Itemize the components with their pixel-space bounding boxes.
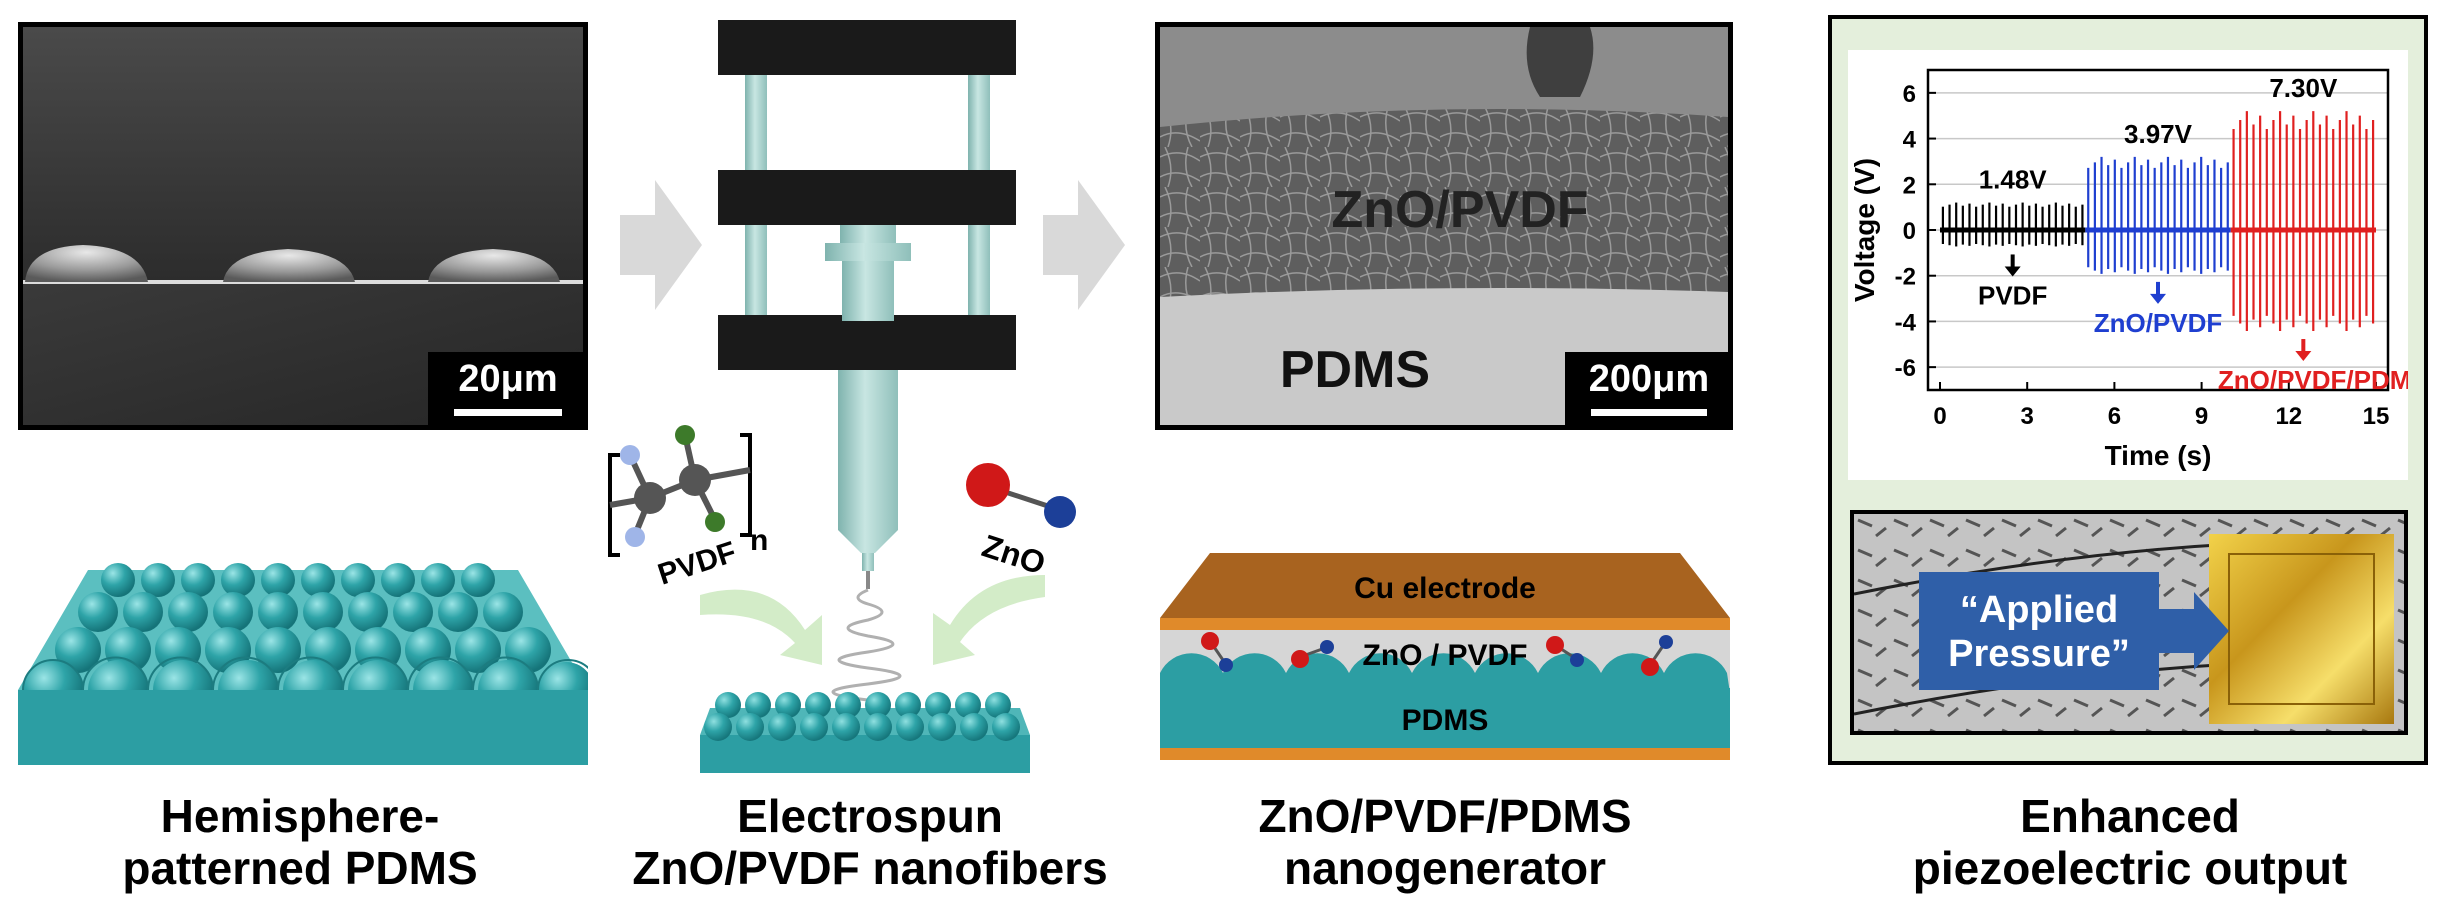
scale-bar-20um: 20μm	[428, 352, 583, 425]
y-tick-label: -2	[1895, 264, 1916, 291]
series-arrowhead	[2150, 293, 2166, 304]
peak-label: 1.48V	[1979, 165, 2048, 195]
pvdf-label: PVDF	[654, 536, 740, 592]
sem-nanofiber-graphic: ZnO/PVDF PDMS	[1160, 27, 1728, 425]
applied-pressure-line1: “Applied	[1960, 589, 2118, 631]
arrow-right-2	[1043, 180, 1125, 310]
series-arrowhead	[2004, 266, 2021, 277]
series-arrowhead	[2295, 351, 2312, 362]
voltage-chart: 6 4 2 0 -2 -4 -6 0 3 6 9 12 15 Voltage (V) Time (s)…	[1848, 50, 2408, 480]
y-axis-label: Voltage (V)	[1849, 158, 1880, 302]
x-axis-ticks: 0 3 6 9 12 15	[1933, 382, 2389, 430]
sem-image-hemisphere: 20μm	[18, 22, 588, 430]
caption-electrospun: Electrospun ZnO/PVDF nanofibers	[632, 790, 1108, 894]
series-name-label: ZnO/PVDF	[2094, 308, 2223, 338]
sem-label-znopvdf: ZnO/PVDF	[1331, 181, 1588, 239]
x-tick-label: 15	[2363, 403, 2390, 430]
series-pvdf	[1940, 202, 2086, 247]
x-tick-label: 12	[2275, 403, 2302, 430]
x-tick-label: 3	[2021, 403, 2034, 430]
arrow-right-1	[620, 180, 702, 310]
peak-label: 7.30V	[2269, 73, 2338, 103]
pvdf-n-label: n	[750, 524, 768, 557]
chart-annotations: 1.48V PVDF 3.97V ZnO/PVDF 7.30V ZnO/PVDF/PDMS	[1978, 73, 2408, 395]
scale-bar-200um: 200μm	[1565, 352, 1728, 425]
y-tick-label: 4	[1903, 127, 1917, 154]
y-axis-ticks: 6 4 2 0 -2 -4 -6	[1895, 81, 1936, 382]
y-tick-label: 0	[1903, 218, 1916, 245]
series-zno-pvdf	[2085, 156, 2231, 274]
series-name-label: PVDF	[1978, 280, 2047, 310]
device-photo-graphic: “Applied Pressure”	[1854, 514, 2404, 731]
peak-label: 3.97V	[2124, 119, 2193, 149]
zno-label: ZnO	[978, 527, 1050, 581]
caption-nanogenerator: ZnO/PVDF/PDMS nanogenerator	[1258, 790, 1632, 894]
caption-hemisphere-pdms: Hemisphere- patterned PDMS	[122, 790, 478, 894]
chart-series	[1940, 111, 2376, 332]
series-name-label: ZnO/PVDF/PDMS	[2218, 365, 2408, 395]
pvdf-molecule	[608, 425, 752, 557]
sem-image-nanofibers: ZnO/PVDF PDMS 200μm	[1155, 22, 1733, 430]
electrospinning-apparatus: n PVDF ZnO	[608, 20, 1076, 773]
sem-label-pdms: PDMS	[1280, 341, 1430, 399]
cu-electrode-label: Cu electrode	[1354, 572, 1536, 605]
y-tick-label: 2	[1903, 172, 1916, 199]
hemisphere-pdms-block	[18, 563, 588, 765]
y-tick-label: -4	[1895, 309, 1917, 336]
pdms-layer-label: PDMS	[1402, 704, 1489, 737]
caption-enhanced-output: Enhanced piezoelectric output	[1912, 790, 2348, 894]
znopvdf-layer-label: ZnO / PVDF	[1363, 639, 1528, 672]
y-tick-label: 6	[1903, 81, 1916, 108]
zno-molecule	[966, 463, 1076, 528]
x-axis-label: Time (s)	[2105, 440, 2212, 471]
device-zno-molecules	[1201, 632, 1673, 676]
device-photo: “Applied Pressure”	[1850, 510, 2408, 735]
collector-spheres	[704, 692, 1020, 741]
x-tick-label: 9	[2195, 403, 2208, 430]
x-tick-label: 6	[2108, 403, 2121, 430]
nanogenerator-device: Cu electrode ZnO / PVDF PDMS	[1160, 553, 1730, 760]
y-tick-label: -6	[1895, 355, 1916, 382]
applied-pressure-line2: Pressure”	[1948, 633, 2130, 675]
x-tick-label: 0	[1933, 403, 1946, 430]
series-zno-pvdf-pdms	[2230, 111, 2376, 332]
